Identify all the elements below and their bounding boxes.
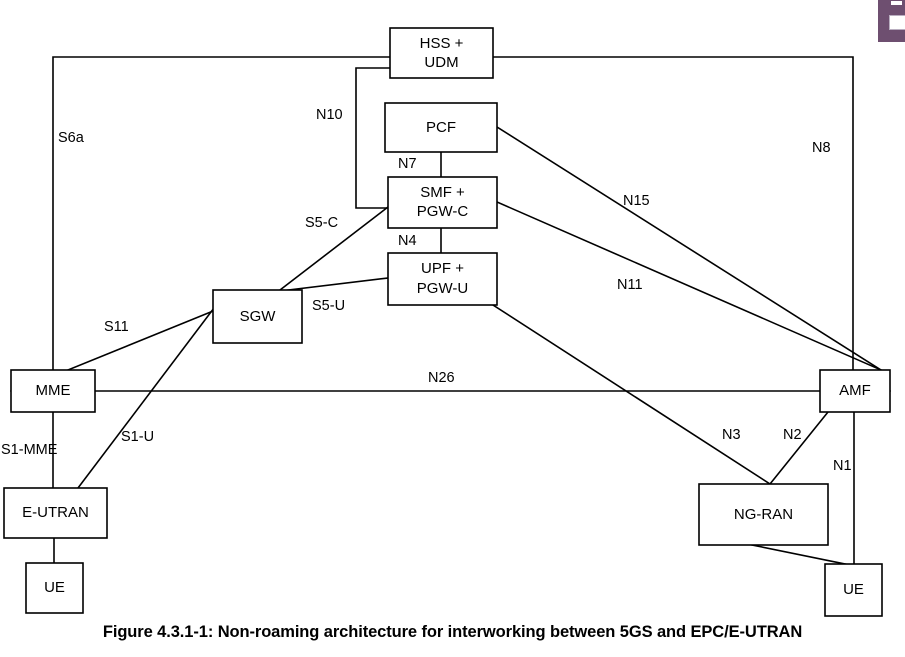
- label-s1u: S1-U: [121, 429, 154, 445]
- link-n8: [492, 56, 891, 392]
- node-ue-right[interactable]: UE: [824, 563, 883, 617]
- link-n2: [768, 410, 830, 486]
- node-amf-label: AMF: [839, 382, 871, 399]
- node-upf-pgwu-label-2: PGW-U: [417, 280, 468, 297]
- link-s11: [66, 309, 215, 372]
- label-s5u: S5-U: [312, 298, 345, 314]
- link-n3: [491, 303, 772, 486]
- link-ngran-ue: [751, 544, 856, 567]
- link-n10: [355, 67, 391, 209]
- label-n15: N15: [623, 193, 650, 209]
- node-hss-udm-label-2: UDM: [424, 54, 458, 71]
- label-n1: N1: [833, 458, 852, 474]
- node-smf-pgwc[interactable]: SMF + PGW-C: [387, 176, 498, 229]
- node-hss-udm[interactable]: HSS + UDM: [389, 27, 494, 79]
- label-s5c: S5-C: [305, 215, 338, 231]
- label-n8: N8: [812, 140, 831, 156]
- node-upf-pgwu[interactable]: UPF + PGW-U: [387, 252, 498, 306]
- node-pcf-label: PCF: [426, 119, 456, 136]
- link-s5c: [278, 205, 390, 292]
- node-eutran[interactable]: E-UTRAN: [3, 487, 108, 539]
- node-mme-label: MME: [36, 382, 71, 399]
- node-ue-right-label: UE: [843, 581, 864, 598]
- label-n26: N26: [428, 370, 455, 386]
- label-s1mme: S1-MME: [1, 442, 58, 458]
- label-n3: N3: [722, 427, 741, 443]
- node-ue-left-label: UE: [44, 579, 65, 596]
- link-n15: [495, 125, 883, 372]
- connection-lines: [10, 56, 891, 567]
- label-n4: N4: [398, 233, 417, 249]
- node-ngran[interactable]: NG-RAN: [698, 483, 829, 546]
- node-sgw-label: SGW: [240, 308, 277, 325]
- node-smf-pgwc-label-1: SMF +: [420, 184, 465, 201]
- link-s5u: [279, 277, 389, 292]
- corner-badge-icon[interactable]: [878, 0, 905, 42]
- node-upf-pgwu-label-1: UPF +: [421, 260, 464, 277]
- badge-tick-mark: [891, 1, 902, 5]
- node-boxes: HSS + UDM PCF SMF + PGW-C UPF + PGW-U SG…: [3, 27, 891, 617]
- node-eutran-label: E-UTRAN: [22, 504, 89, 521]
- label-n2: N2: [783, 427, 802, 443]
- node-amf[interactable]: AMF: [819, 369, 891, 413]
- node-pcf[interactable]: PCF: [384, 102, 498, 153]
- label-s11: S11: [104, 319, 129, 335]
- link-s1u: [76, 306, 216, 490]
- node-ue-left[interactable]: UE: [25, 562, 84, 614]
- node-ngran-label: NG-RAN: [734, 506, 793, 523]
- node-hss-udm-label-1: HSS +: [420, 35, 464, 52]
- link-n11: [495, 200, 883, 372]
- figure-caption: Figure 4.3.1-1: Non-roaming architecture…: [102, 623, 803, 641]
- label-n10: N10: [316, 107, 343, 123]
- label-n11: N11: [617, 277, 643, 293]
- node-mme[interactable]: MME: [10, 369, 96, 413]
- label-n7: N7: [398, 156, 417, 172]
- badge-notch-shape: [889, 15, 905, 30]
- node-sgw[interactable]: SGW: [212, 289, 303, 344]
- interface-labels: S6a N8 N10 N7 N4 N15 N11 S5-C S5-U S11 S…: [1, 107, 852, 474]
- node-smf-pgwc-label-2: PGW-C: [417, 203, 469, 220]
- label-s6a: S6a: [58, 130, 85, 146]
